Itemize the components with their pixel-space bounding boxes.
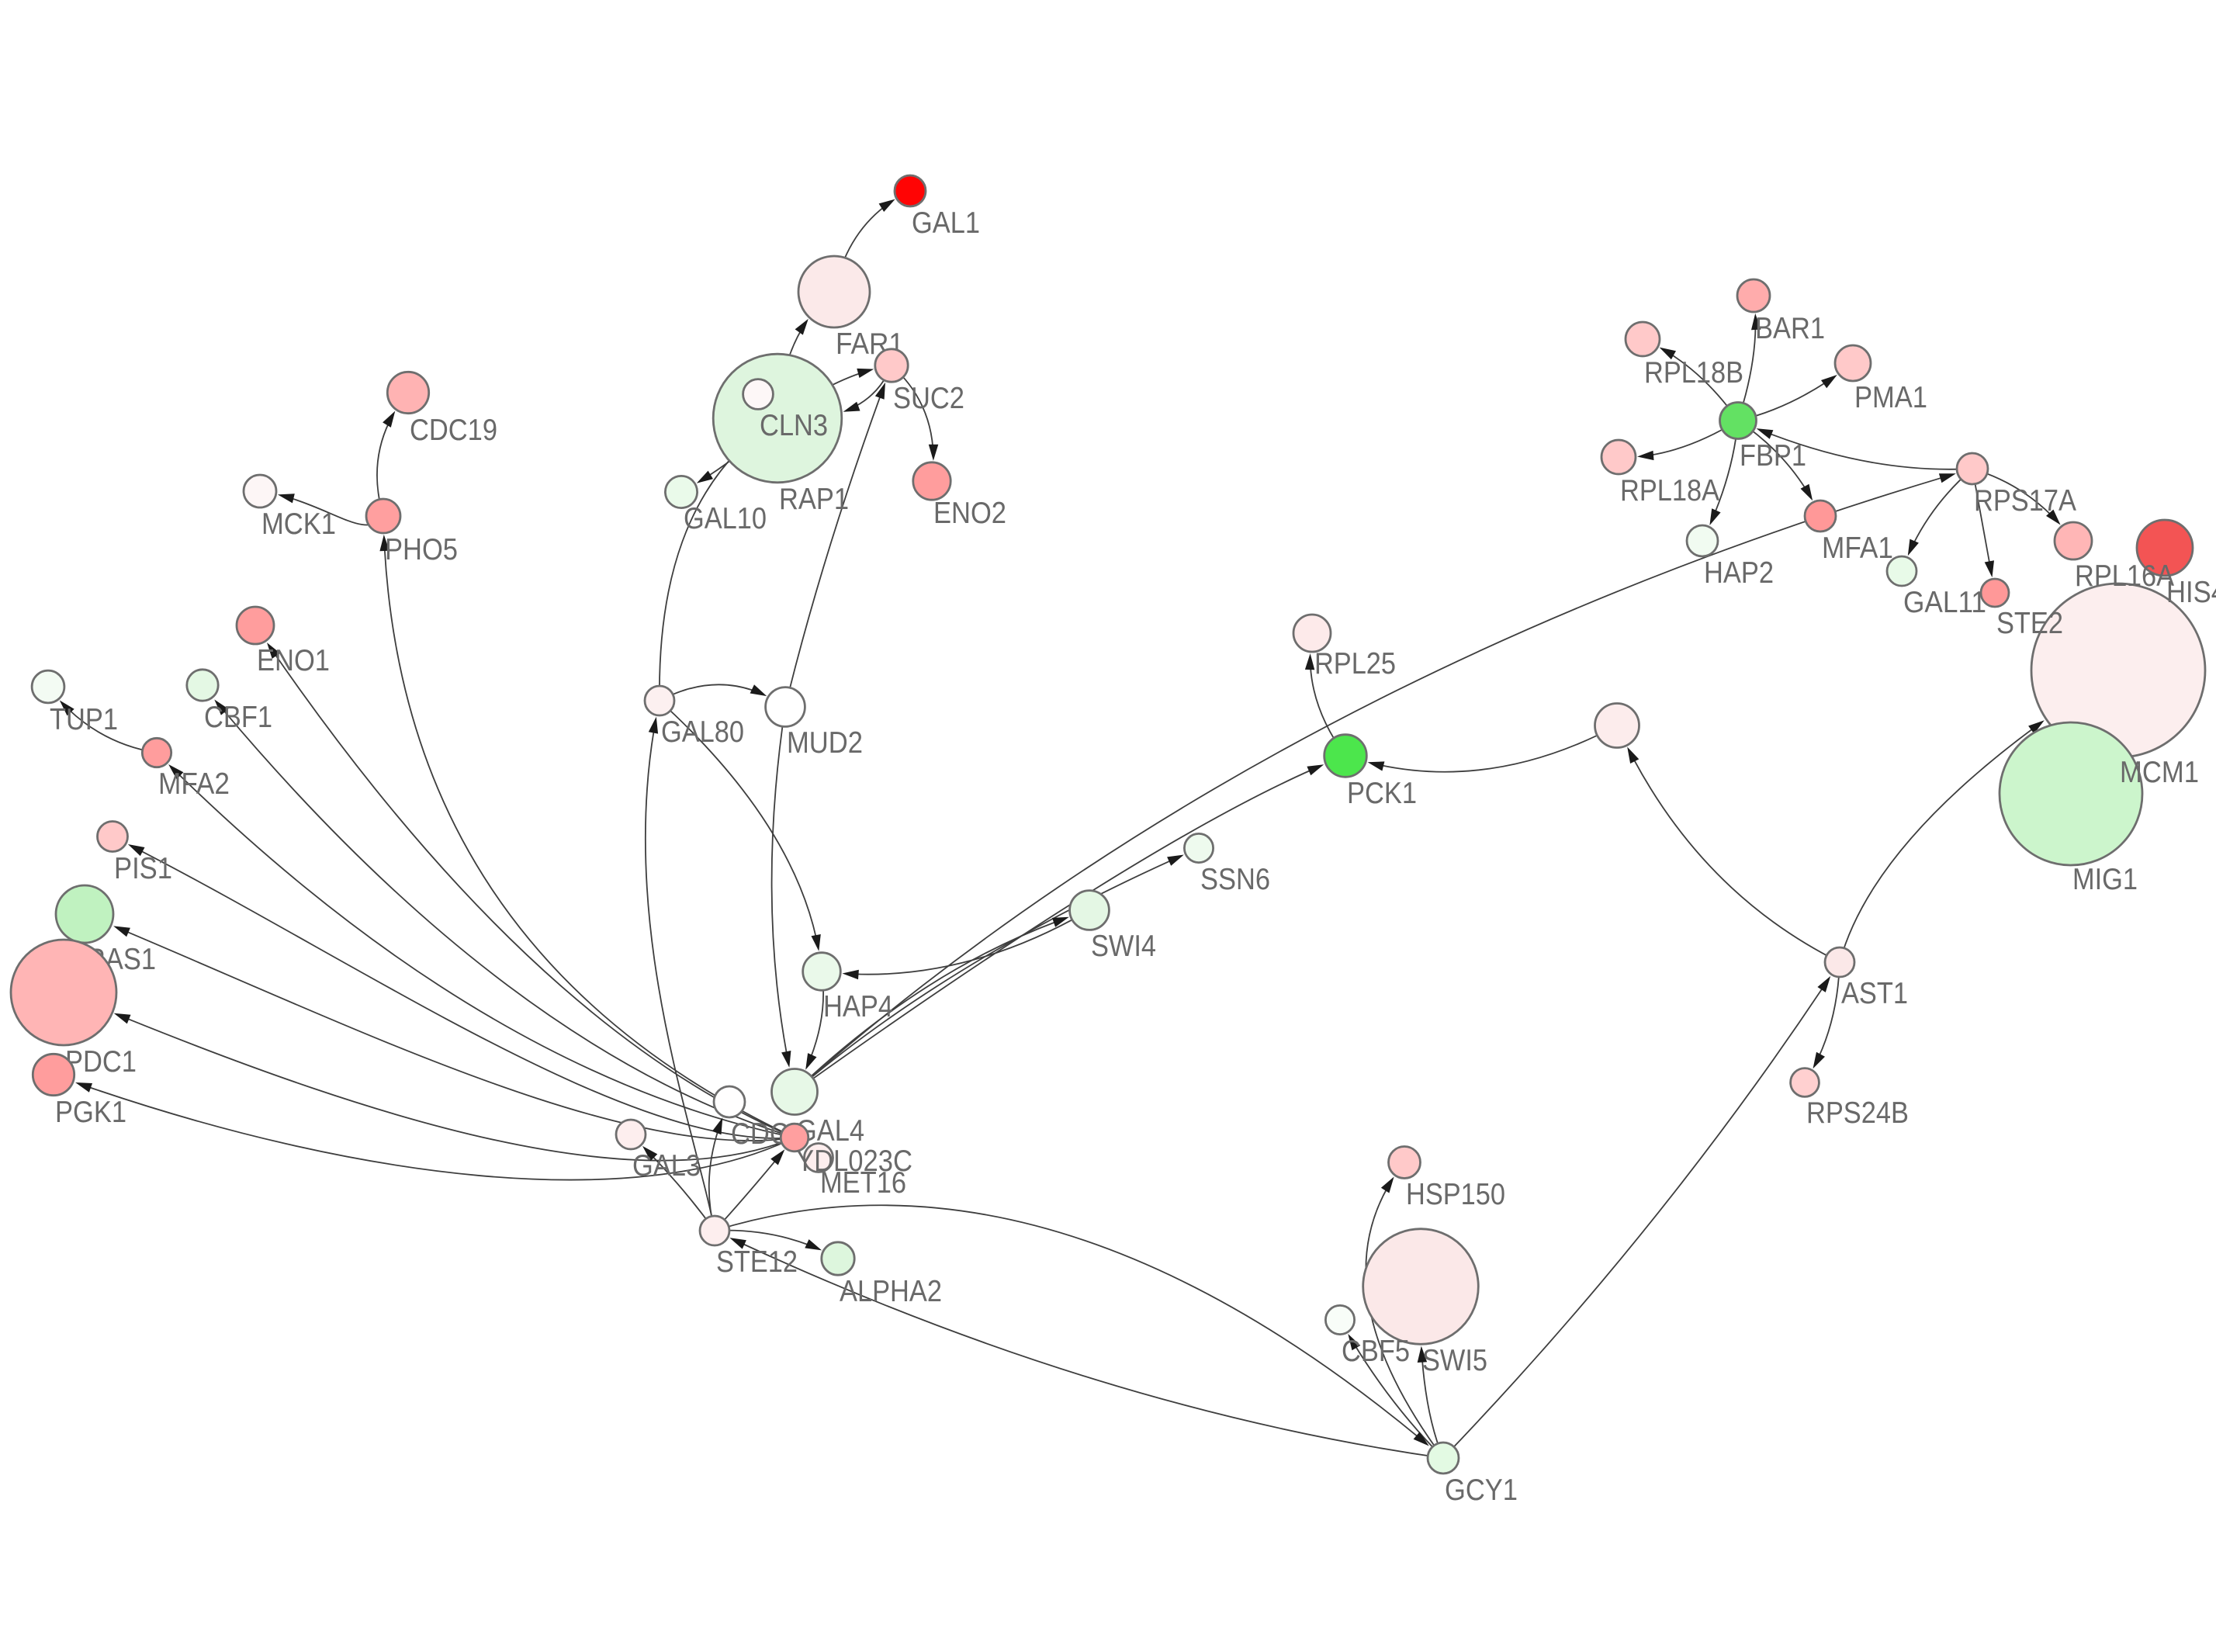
svg-text:SWI5: SWI5 [1422,1344,1487,1377]
svg-text:SUC2: SUC2 [893,382,964,415]
svg-text:CLN3: CLN3 [760,409,828,442]
svg-text:HAP2: HAP2 [1704,556,1774,590]
svg-text:ENO2: ENO2 [933,497,1006,530]
svg-text:RPS24B: RPS24B [1806,1096,1909,1130]
svg-text:SWI4: SWI4 [1091,930,1156,963]
svg-text:BAR1: BAR1 [1755,312,1825,345]
svg-text:GCY1: GCY1 [1445,1474,1518,1507]
svg-text:GAL11: GAL11 [1903,586,1986,619]
svg-text:RPL25: RPL25 [1314,647,1396,681]
svg-text:ENO1: ENO1 [257,644,330,677]
svg-text:AST1: AST1 [1841,977,1908,1010]
svg-text:GAL3: GAL3 [632,1149,701,1183]
svg-text:MCM1: MCM1 [2120,756,2199,789]
svg-text:MIG1: MIG1 [2072,863,2138,896]
svg-text:RAP1: RAP1 [779,483,849,516]
svg-text:MUD2: MUD2 [787,726,863,760]
svg-text:PGK1: PGK1 [55,1096,126,1129]
svg-text:RPL18A: RPL18A [1620,474,1720,507]
svg-text:HIS4: HIS4 [2166,576,2216,609]
svg-text:PIS1: PIS1 [114,852,172,885]
svg-text:PHO5: PHO5 [385,533,458,566]
svg-text:RPL16A: RPL16A [2075,559,2175,593]
svg-text:PMA1: PMA1 [1854,381,1927,414]
svg-text:PDC1: PDC1 [65,1045,137,1079]
svg-text:SSN6: SSN6 [1200,863,1270,896]
svg-text:CBF1: CBF1 [204,701,272,734]
svg-text:RPS17A: RPS17A [1974,484,2077,518]
svg-text:MCK1: MCK1 [261,507,336,541]
svg-text:PCK1: PCK1 [1347,777,1417,810]
svg-text:STE12: STE12 [716,1245,798,1279]
svg-text:HAP4: HAP4 [823,990,893,1023]
svg-text:YDL023C: YDL023C [796,1145,912,1178]
svg-text:FBP1: FBP1 [1740,439,1806,473]
svg-text:STE2: STE2 [1996,607,2063,640]
svg-text:GAL1: GAL1 [912,206,980,240]
svg-text:RPL18B: RPL18B [1644,356,1743,390]
svg-text:MFA2: MFA2 [158,767,230,801]
svg-text:HSP150: HSP150 [1406,1178,1505,1211]
svg-text:GAL80: GAL80 [661,715,744,749]
svg-text:TUP1: TUP1 [50,703,118,736]
svg-text:MET16: MET16 [820,1166,906,1200]
svg-text:ALPHA2: ALPHA2 [840,1275,942,1308]
svg-text:MFA1: MFA1 [1822,532,1893,565]
svg-text:GAL10: GAL10 [684,502,767,535]
svg-text:CBF5: CBF5 [1342,1335,1410,1368]
svg-text:CDC19: CDC19 [410,414,497,447]
